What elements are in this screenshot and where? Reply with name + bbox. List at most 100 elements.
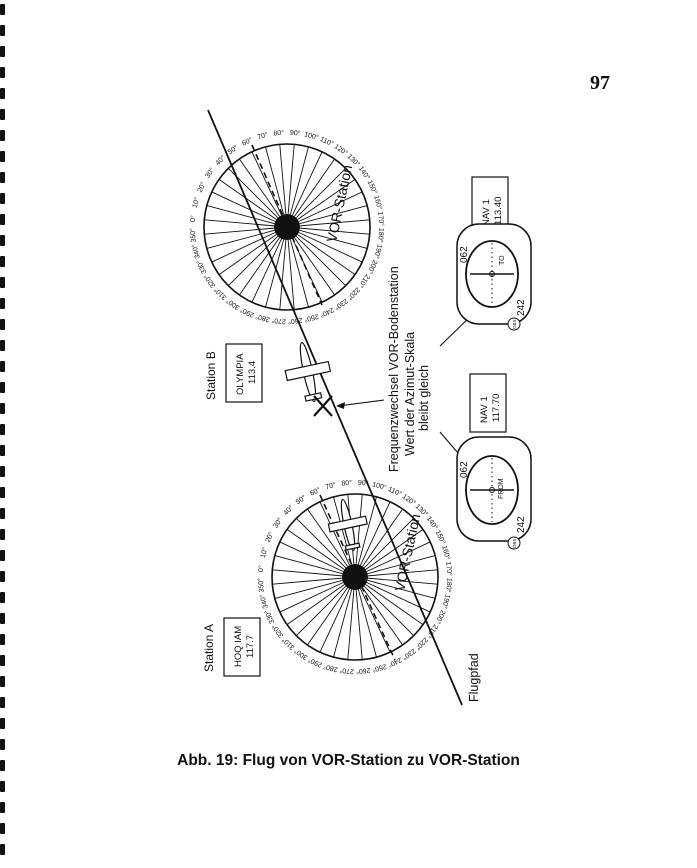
flight-path-line [207,109,463,706]
binding-ring [0,718,5,729]
azimuth-label-a: 70° [324,481,336,492]
binding-ring [0,403,5,414]
azimuth-label-b: 30° [204,166,217,179]
azimuth-label-a: 260° [355,666,370,675]
airplane-icon [327,498,368,552]
frequency-change-marker [313,395,333,417]
compass-spoke [274,555,343,575]
azimuth-label-a: 250° [371,662,387,674]
binding-ring [0,676,5,687]
compass-spoke [298,232,363,263]
station-b-frequency: 113.4 [247,361,258,384]
compass-spoke [355,589,363,660]
station-a-name: Station A [202,624,216,672]
azimuth-label-a: 140° [425,515,440,532]
instrument-1-frequency: 117.70 [491,394,502,422]
station-b-ident: OLYMPIA [235,353,246,395]
compass-spoke [227,167,279,219]
azimuth-label-a: 290° [307,656,324,669]
compass-spoke [363,585,415,637]
azimuth-label-b: 320° [202,273,217,290]
compass-spoke [367,579,436,599]
binding-ring [0,67,5,78]
compass-spoke [211,232,276,263]
azimuth-label-a: 80° [341,479,352,488]
binding-ring [0,529,5,540]
compass-spoke [294,237,335,296]
compass-spoke [319,501,350,566]
compass-spoke [265,239,285,308]
azimuth-label-b: 150° [366,179,379,196]
azimuth-label-a: 50° [294,493,307,506]
binding-ring [0,130,5,141]
azimuth-label-b: 250° [303,312,319,324]
azimuth-label-b: 20° [196,181,208,194]
compass-spoke [294,158,335,217]
binding-ring [0,739,5,750]
azimuth-label-a: 150° [434,529,447,546]
station-a-frequency: 117.7 [245,635,256,658]
compass-spoke [265,146,285,215]
azimuth-label-b: 240° [318,306,335,319]
binding-ring [0,298,5,309]
azimuth-label-b: 340° [190,243,202,259]
frequency-change-note: Frequenzwechsel VOR-Bodenstation [387,266,401,472]
compass-spoke [363,517,415,569]
instrument-2-obs-top: 062 [459,246,470,263]
azimuth-label-a: 30° [272,516,285,529]
azimuth-label-a: 40° [282,504,295,517]
compass-spoke [211,191,276,222]
compass-spoke [365,584,424,625]
binding-ring [0,172,5,183]
compass-spoke [272,577,343,585]
azimuth-label-a: 160° [440,545,452,561]
azimuth-label-a: 110° [387,485,403,498]
azimuth-label-b: 110° [319,135,335,148]
binding-ring [0,760,5,771]
compass-spoke [292,151,323,216]
azimuth-label-b: 310° [212,285,228,301]
binding-ring [0,256,5,267]
station-a-box: Station A HOQ IAM 117.7 [202,617,261,677]
compass-spoke [204,227,275,235]
azimuth-label-b: 10° [191,196,202,208]
azimuth-label-b: 160° [372,195,384,211]
pointer-arrow [337,399,385,407]
binding-ring [0,235,5,246]
binding-ring [0,445,5,456]
instrument-2-obs-bottom: 242 [516,299,527,316]
azimuth-label-a: 340° [258,593,270,609]
spiral-binding [0,0,6,868]
instrument-2-flag: TO [499,255,506,265]
compass-spoke [355,494,363,565]
compass-spoke [307,587,348,646]
azimuth-label-b: 210° [357,273,372,290]
compass-spoke [287,239,295,310]
azimuth-label-b: 260° [287,316,302,325]
azimuth-label-a: 10° [259,546,270,558]
azimuth-label-b: 180° [376,228,385,243]
compass-spoke [204,219,275,227]
azimuth-label-a: 330° [263,608,276,625]
azimuth-label-a: 90° [358,479,369,488]
compass-spoke [295,517,347,569]
compass-spoke [360,501,391,566]
instrument-1-nav: NAV 1 [479,396,490,423]
binding-ring [0,382,5,393]
scale-note-line1: Wert der Azimut-Skala [403,332,417,456]
compass-spoke [251,238,282,303]
compass-spoke [333,496,353,565]
binding-ring [0,46,5,57]
compass-spoke [274,579,343,599]
instrument-2-frequency: 113.40 [493,197,504,225]
compass-spoke [366,582,431,613]
azimuth-label-a: 270° [339,666,354,675]
compass-spoke [289,239,309,308]
compass-spoke [360,588,391,653]
compass-spoke [319,588,350,653]
compass-spoke [227,235,279,287]
compass-spoke [295,167,347,219]
binding-ring [0,844,5,855]
compass-spoke [367,577,438,585]
